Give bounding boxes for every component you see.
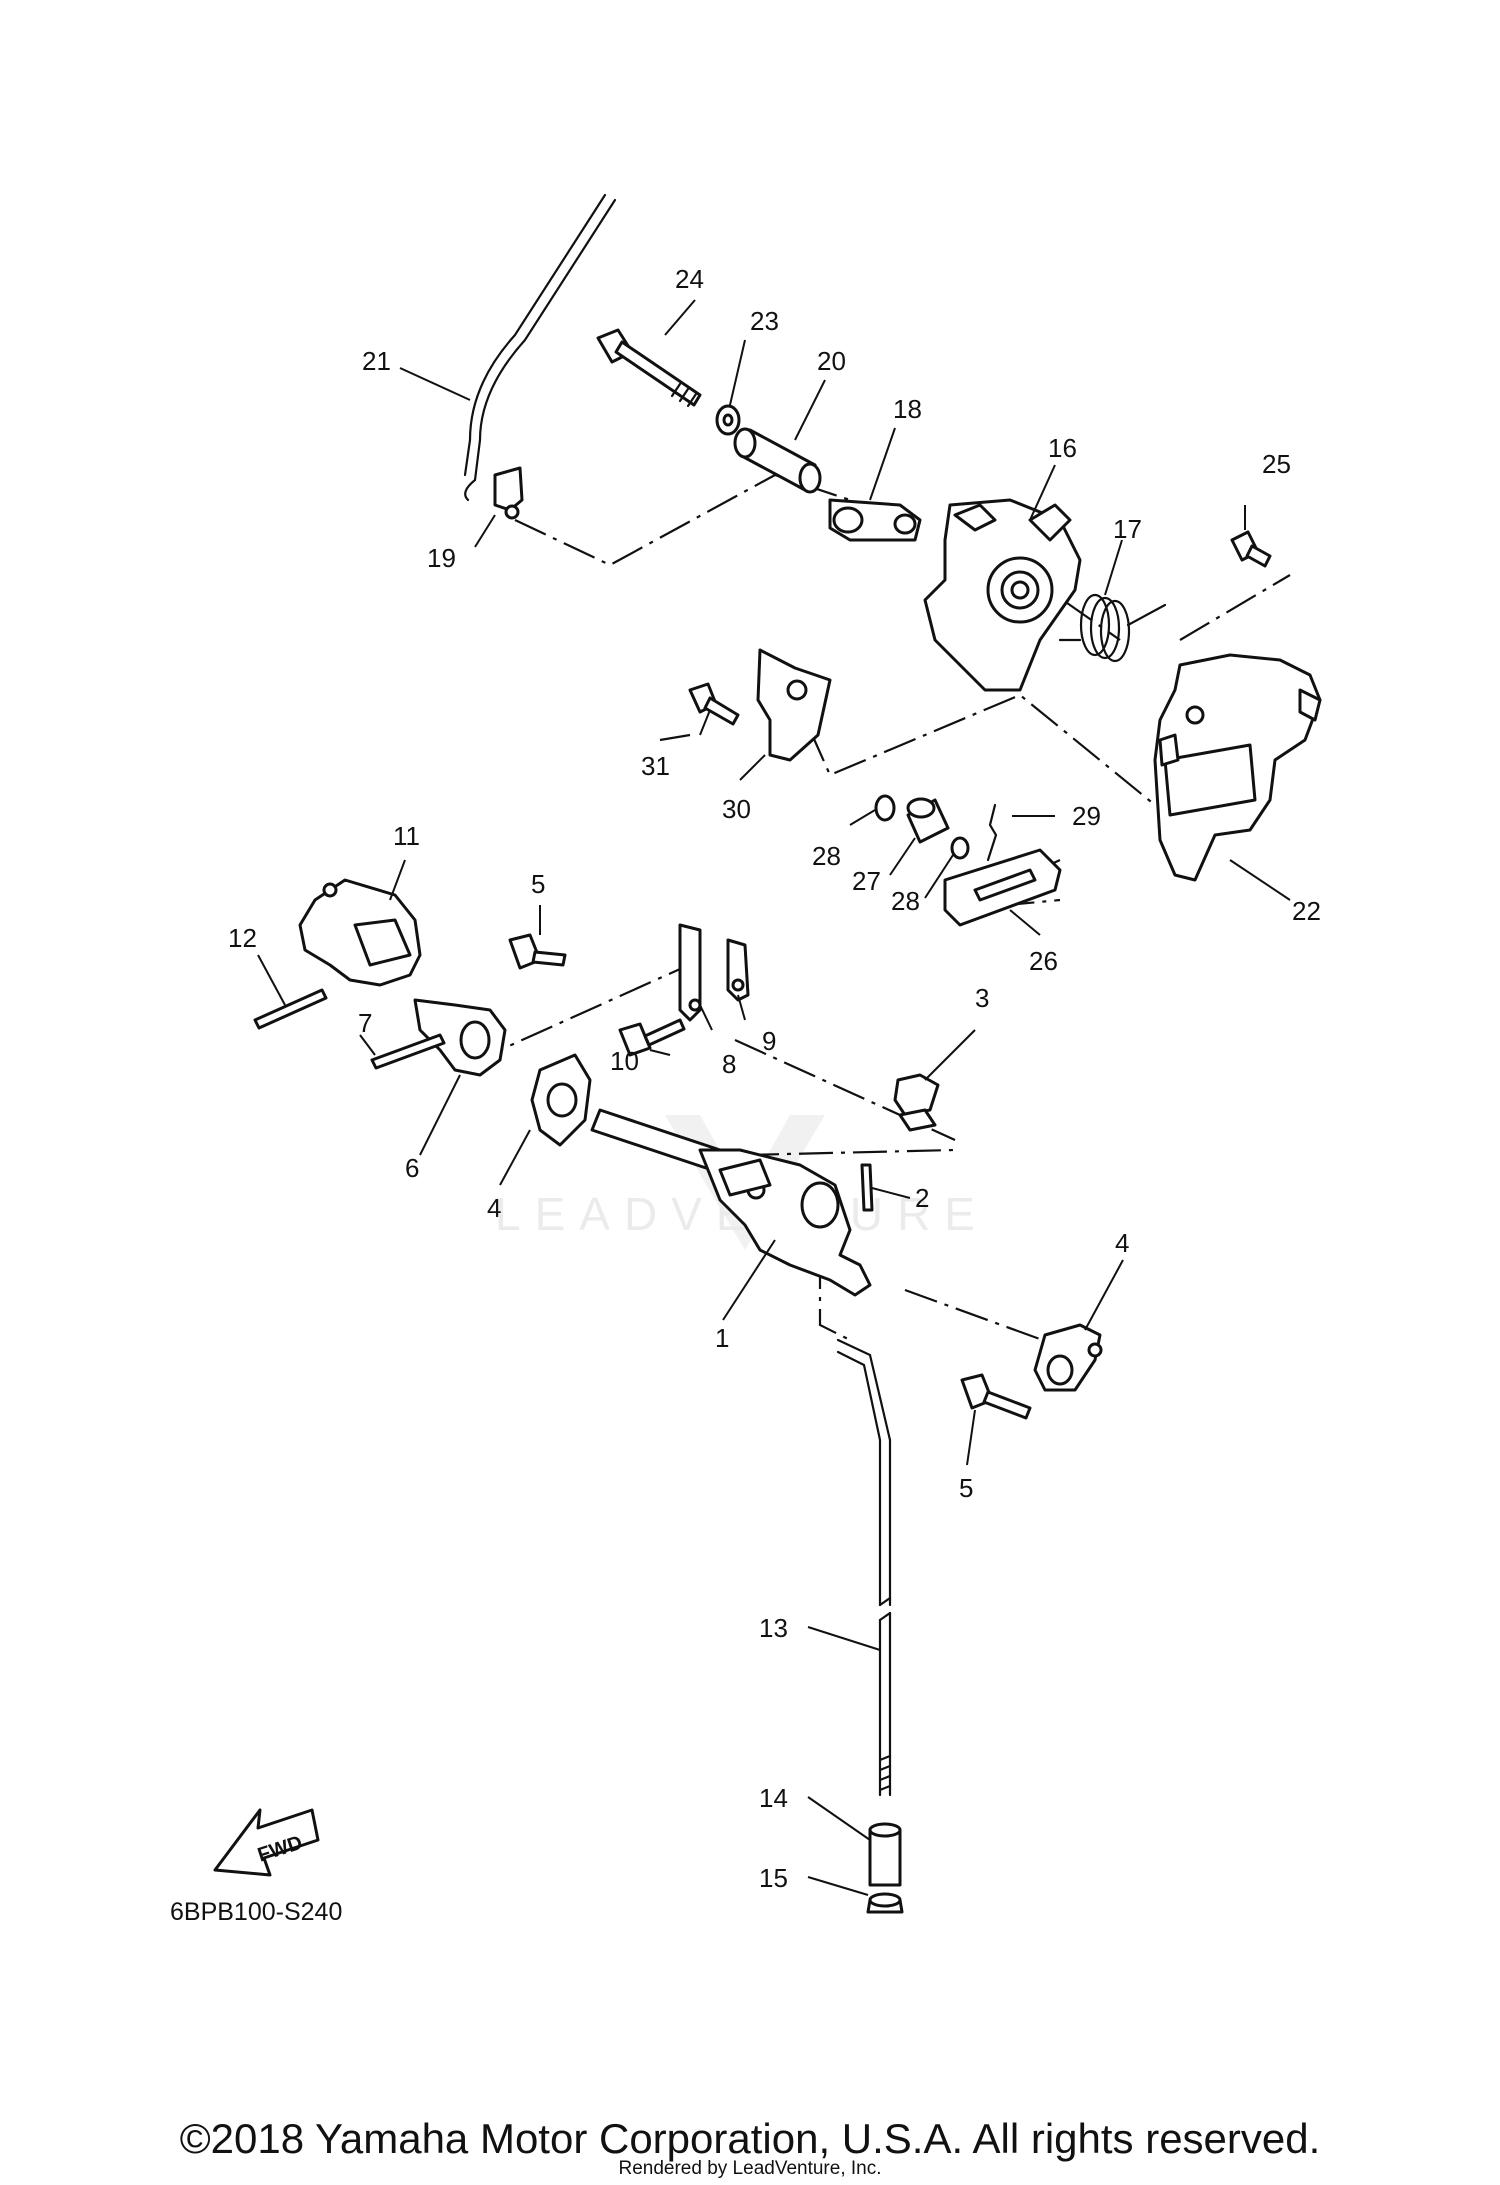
slider-26 — [943, 848, 1062, 927]
callout-24: 24 — [675, 264, 704, 294]
plate-30 — [756, 648, 832, 762]
callout-6: 6 — [405, 1153, 419, 1183]
nut-14 — [868, 1822, 902, 1887]
callout-16: 16 — [1048, 433, 1077, 463]
pin-12 — [253, 988, 328, 1030]
lever-11 — [298, 878, 422, 987]
bolt-10 — [618, 1018, 686, 1057]
bracket-8 — [678, 923, 702, 1022]
callout-19: 19 — [427, 543, 456, 573]
shift-rod-lower — [836, 1338, 892, 1797]
callout-4b: 4 — [1115, 1228, 1129, 1258]
callout-22: 22 — [1292, 896, 1321, 926]
shift-rod-upper — [464, 198, 617, 502]
callout-25: 25 — [1262, 449, 1291, 479]
bracket-22 — [1153, 653, 1322, 882]
pin-29 — [986, 803, 998, 862]
link-18 — [828, 498, 922, 542]
callout-3: 3 — [975, 983, 989, 1013]
bolt-31 — [688, 682, 740, 726]
callout-10: 10 — [610, 1046, 639, 1076]
callout-1: 1 — [715, 1323, 729, 1353]
bolt-25 — [1230, 530, 1272, 568]
bolt-5b — [960, 1373, 1032, 1420]
callout-numbers: 24 23 20 18 16 17 25 21 19 31 30 29 28 2… — [228, 264, 1321, 1893]
plate-9 — [726, 938, 750, 1002]
callout-13: 13 — [759, 1613, 788, 1643]
boss-4a — [530, 1053, 592, 1147]
leader-lines — [257, 299, 1291, 1896]
shift-shaft-1 — [590, 1108, 872, 1297]
pin-2 — [860, 1163, 874, 1212]
callout-15: 15 — [759, 1863, 788, 1893]
rendered-by-notice: Rendered by LeadVenture, Inc. — [618, 2158, 882, 2179]
callout-26: 26 — [1029, 946, 1058, 976]
callout-8: 8 — [722, 1049, 736, 1079]
callout-11: 11 — [393, 821, 420, 851]
spring-17 — [1058, 593, 1167, 663]
callout-29: 29 — [1072, 801, 1101, 831]
callout-27: 27 — [852, 866, 881, 896]
callout-23: 23 — [750, 306, 779, 336]
callout-7: 7 — [358, 1008, 372, 1038]
washer-28b — [950, 836, 970, 860]
callout-30: 30 — [722, 794, 751, 824]
callout-17: 17 — [1113, 514, 1142, 544]
cam-6 — [413, 998, 507, 1077]
fwd-arrow: FWD — [213, 1808, 320, 1877]
callout-28b: 28 — [891, 886, 920, 916]
callout-14: 14 — [759, 1783, 788, 1813]
diagram-code: 6BPB100-S240 — [170, 1898, 342, 1926]
shift-cam-16 — [923, 498, 1082, 692]
rod-joint — [493, 466, 524, 520]
callout-28a: 28 — [812, 841, 841, 871]
copyright-notice: ©2018 Yamaha Motor Corporation, U.S.A. A… — [179, 2115, 1321, 2162]
nut-15 — [866, 1892, 904, 1914]
bolt-5a — [508, 933, 567, 970]
pin-7 — [370, 1033, 446, 1070]
bolt-24 — [596, 328, 702, 408]
callout-12: 12 — [228, 923, 257, 953]
collar-20 — [733, 427, 822, 494]
callout-31: 31 — [641, 751, 670, 781]
callout-2: 2 — [915, 1183, 929, 1213]
callout-21: 21 — [362, 346, 391, 376]
callout-18: 18 — [893, 394, 922, 424]
clip-3 — [893, 1073, 940, 1132]
washer-28a — [874, 794, 896, 822]
callout-5b: 5 — [959, 1473, 973, 1503]
callout-4a: 4 — [487, 1193, 501, 1223]
callout-9: 9 — [762, 1026, 776, 1056]
collar-27 — [906, 797, 950, 844]
boss-4b — [1033, 1323, 1103, 1392]
callout-20: 20 — [817, 346, 846, 376]
callout-5a: 5 — [531, 869, 545, 899]
